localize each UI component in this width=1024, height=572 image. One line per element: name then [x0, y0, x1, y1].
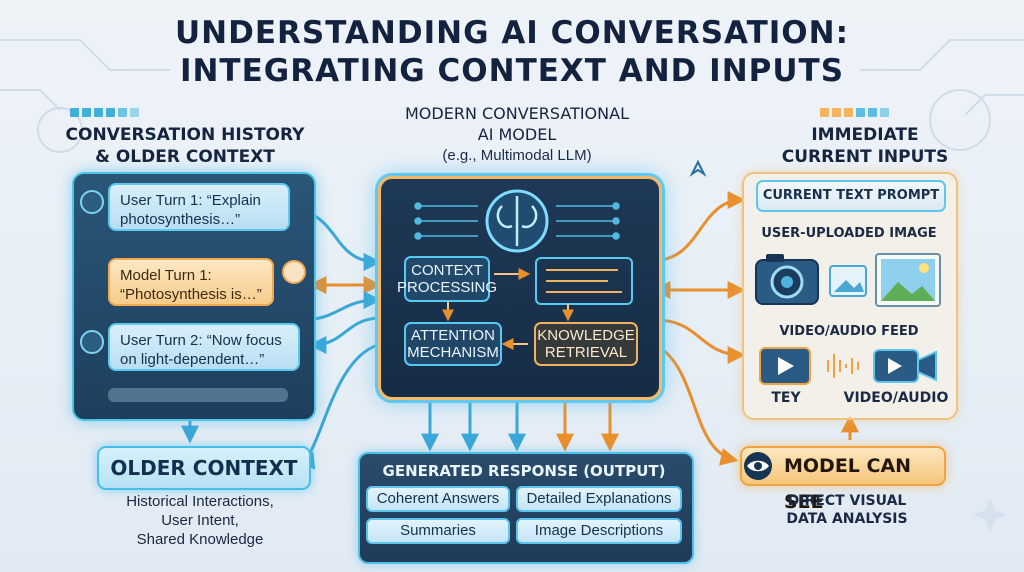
image-input-icons — [755, 253, 941, 307]
brain-icon — [485, 189, 549, 253]
brain-circuit-graphic — [414, 189, 633, 350]
user-turn-2[interactable]: User Turn 2: “Now focus on light-depende… — [108, 323, 300, 371]
sparkle-icon — [973, 498, 1007, 532]
context-processing-line1: CONTEXT — [411, 262, 483, 279]
model-can-see-badge: MODEL CAN SEE — [740, 446, 946, 513]
model-heading-line1: MODERN CONVERSATIONAL — [405, 104, 629, 123]
video-input-icons — [759, 347, 937, 385]
knowledge-line2: RETRIEVAL — [544, 344, 628, 361]
output-item-coherent-answers[interactable]: Coherent Answers — [366, 486, 510, 512]
see-desc-line2: DATA ANALYSIS — [786, 511, 908, 527]
eye-icon — [744, 452, 772, 480]
model-avatar-icon — [282, 260, 306, 284]
main-title-line2: INTEGRATING CONTEXT AND INPUTS — [179, 53, 845, 89]
see-desc-line1: DIRECT VISUAL — [787, 493, 907, 509]
older-context-badge: OLDER CONTEXT — [97, 446, 311, 490]
user-turn-1-line2: photosynthesis…” — [120, 211, 241, 228]
output-item-detailed-explanations[interactable]: Detailed Explanations — [516, 486, 682, 512]
main-title-line1: UNDERSTANDING AI CONVERSATION: — [174, 15, 850, 51]
photo-icon — [875, 253, 941, 307]
camera-icon — [755, 254, 819, 305]
model-turn-1-line1: Model Turn 1: — [120, 267, 212, 284]
user-avatar-icon — [80, 190, 104, 214]
older-desc-line3: Shared Knowledge — [136, 531, 264, 548]
tey-label: TEY — [771, 390, 801, 406]
history-heading-line2: & OLDER CONTEXT — [95, 147, 275, 167]
attention-line2: MECHANISM — [407, 344, 499, 361]
uploaded-image-label: USER-UPLOADED IMAGE — [761, 226, 937, 241]
user-turn-1[interactable]: User Turn 1: “Explain photosynthesis…” — [108, 183, 290, 231]
output-item-image-descriptions[interactable]: Image Descriptions — [516, 518, 682, 544]
model-heading: MODERN CONVERSATIONAL AI MODEL — [362, 103, 672, 145]
model-turn-1[interactable]: Model Turn 1: “Photosynthesis is…” — [108, 258, 274, 306]
video-feed-label: VIDEO/AUDIO FEED — [779, 324, 919, 339]
inputs-heading-line1: IMMEDIATE — [811, 125, 919, 145]
model-subheading: (e.g., Multimodal LLM) — [442, 147, 592, 164]
faded-history-item — [108, 388, 288, 402]
image-icon — [829, 265, 867, 297]
model-can-see-description: DIRECT VISUAL DATA ANALYSIS — [742, 492, 952, 528]
user-turn-1-line1: User Turn 1: “Explain — [120, 192, 261, 209]
model-heading-line2: AI MODEL — [477, 125, 557, 144]
attention-line1: ATTENTION — [411, 327, 495, 344]
decor-dots-right — [820, 104, 892, 122]
user-turn-2-line1: User Turn 2: “Now focus — [120, 332, 282, 349]
video-play-icon — [759, 347, 811, 385]
older-desc-line1: Historical Interactions, — [126, 493, 274, 510]
knowledge-line1: KNOWLEDGE — [537, 327, 635, 344]
decor-dots-left — [70, 104, 142, 122]
older-desc-line2: User Intent, — [161, 512, 239, 529]
model-turn-1-line2: “Photosynthesis is…” — [120, 286, 262, 303]
older-context-description: Historical Interactions, User Intent, Sh… — [80, 492, 320, 549]
pointer-icon — [689, 159, 707, 177]
current-text-prompt[interactable]: CURRENT TEXT PROMPT — [756, 180, 946, 212]
context-processing-line2: PROCESSING — [396, 279, 498, 296]
output-title: GENERATED RESPONSE (OUTPUT) — [382, 462, 666, 480]
history-heading: CONVERSATION HISTORY & OLDER CONTEXT — [40, 124, 330, 168]
video-camera-icon — [873, 349, 937, 383]
history-heading-line1: CONVERSATION HISTORY — [65, 125, 305, 145]
inputs-heading: IMMEDIATE CURRENT INPUTS — [760, 124, 970, 168]
output-item-summaries[interactable]: Summaries — [366, 518, 510, 544]
video-audio-label: VIDEO/AUDIO — [843, 390, 949, 406]
model-can-see-text: MODEL CAN SEE — [784, 455, 912, 513]
inputs-heading-line2: CURRENT INPUTS — [781, 147, 949, 167]
user-turn-2-line2: on light-dependent…” — [120, 351, 265, 368]
user-avatar-icon-2 — [80, 330, 104, 354]
